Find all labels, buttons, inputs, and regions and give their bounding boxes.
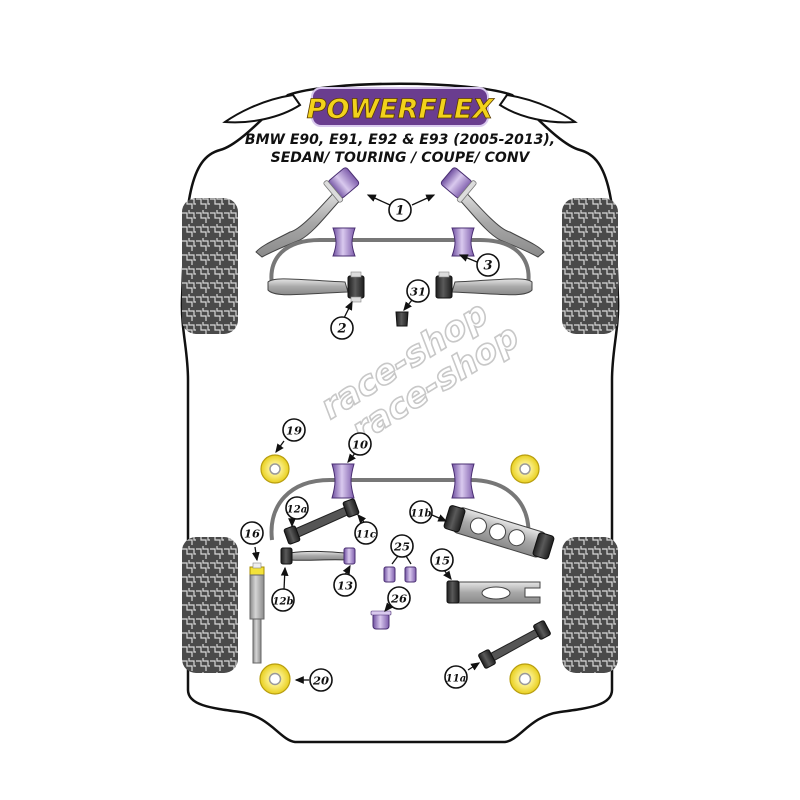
- callout-16: 16: [240, 521, 264, 545]
- callout-circle: [271, 588, 295, 612]
- callout-circle: [240, 521, 264, 545]
- bush-13: [343, 547, 356, 565]
- callout-circle: [282, 418, 306, 442]
- model-title-line2: SEDAN/ TOURING / COUPE/ CONV: [271, 150, 531, 166]
- callout-circle: [330, 316, 354, 340]
- front-anti-roll-bar: [269, 238, 531, 286]
- bush-2: [347, 271, 365, 303]
- front-left-wishbone: [267, 278, 349, 296]
- front-right-thrust-arm: [453, 187, 545, 258]
- callout-arrows: [251, 194, 481, 684]
- callout-26: 26: [387, 586, 411, 610]
- callout-layer: 1 2 3 31 19 10 12a 11c 11b 16 12b 13 25 15 26 20 11a: [240, 198, 500, 692]
- callout-circle: [476, 253, 500, 277]
- callout-circle: [406, 279, 430, 303]
- callout-12a: 12a: [285, 496, 309, 520]
- callout-11b: 11b: [409, 500, 433, 524]
- bush-20-right: [509, 663, 541, 695]
- callout-25: 25: [390, 534, 414, 558]
- left-mirror: [222, 93, 302, 124]
- callout-label: 12a: [287, 505, 307, 516]
- bush-2-right: [435, 271, 453, 299]
- callout-label: 10: [352, 438, 368, 452]
- brand-name: POWERFLEX: [307, 94, 495, 125]
- bush-11c: [342, 498, 360, 518]
- callout-11a: 11a: [444, 665, 468, 689]
- bush-3-right: [451, 227, 475, 257]
- front-left-tyre: [182, 198, 238, 334]
- callout-20: 20: [309, 668, 333, 692]
- bush-20-left: [259, 663, 291, 695]
- callout-label: 31: [410, 285, 426, 299]
- bush-19-left: [260, 454, 290, 484]
- callout-12b: 12b: [271, 588, 295, 612]
- callout-label: 20: [312, 674, 329, 688]
- rear-right-tyre: [562, 537, 618, 673]
- front-right-tyre: [562, 198, 618, 334]
- callout-circle: [285, 496, 309, 520]
- callout-label: 25: [393, 540, 410, 554]
- callout-label: 1: [395, 204, 404, 219]
- bush-26: [370, 610, 392, 630]
- bush-25-left: [383, 566, 396, 583]
- bush-31: [395, 311, 409, 327]
- bush-12a: [283, 525, 301, 545]
- callout-label: 11a: [446, 674, 466, 685]
- callout-circle: [430, 548, 454, 572]
- callout-circle: [387, 586, 411, 610]
- callout-circle: [390, 534, 414, 558]
- rear-left-tyre: [182, 537, 238, 673]
- rear-toe-link: [289, 550, 347, 561]
- callout-circle: [354, 521, 378, 545]
- bush-10-left: [331, 463, 355, 499]
- callout-circle: [388, 198, 412, 222]
- callout-label: 26: [390, 592, 407, 606]
- front-right-wishbone: [451, 278, 533, 296]
- rear-anti-roll-bar: [269, 478, 531, 541]
- callout-19: 19: [282, 418, 306, 442]
- callout-circle: [333, 573, 357, 597]
- bush-12b: [280, 547, 293, 565]
- callout-label: 19: [286, 424, 302, 438]
- bush-1-left: [323, 167, 360, 203]
- callout-circle: [348, 432, 372, 456]
- callout-label: 11b: [411, 509, 432, 520]
- callout-circle: [444, 665, 468, 689]
- bush-19-right: [510, 454, 540, 484]
- callout-label: 2: [336, 322, 346, 337]
- model-title-line1: BMW E90, E91, E92 & E93 (2005-2013),: [245, 132, 555, 148]
- powerflex-logo: POWERFLEX: [306, 87, 495, 127]
- callout-label: 12b: [273, 597, 294, 608]
- callout-label: 16: [244, 527, 260, 541]
- callout-31: 31: [406, 279, 430, 303]
- callout-circle: [309, 668, 333, 692]
- callout-11c: 11c: [354, 521, 378, 545]
- callout-circle: [409, 500, 433, 524]
- shock-absorber-16: [249, 562, 265, 664]
- callout-label: 13: [337, 579, 353, 593]
- front-left-thrust-arm: [255, 187, 347, 258]
- callout-label: 11c: [356, 530, 376, 541]
- callout-13: 13: [333, 573, 357, 597]
- rear-lower-arm-11b: [443, 505, 555, 560]
- bush-10-right: [451, 463, 475, 499]
- callout-10: 10: [348, 432, 372, 456]
- bush-3-left: [332, 227, 356, 257]
- callout-1: 1: [388, 198, 412, 222]
- callout-label: 15: [434, 554, 450, 568]
- right-mirror: [498, 93, 578, 124]
- rear-trailing-arm-15: [446, 580, 541, 604]
- callout-3: 3: [476, 253, 500, 277]
- callout-15: 15: [430, 548, 454, 572]
- bush-25-right: [404, 566, 417, 583]
- callout-2: 2: [330, 316, 354, 340]
- bush-1-right: [440, 167, 477, 203]
- bush-11a: [478, 620, 551, 669]
- callout-label: 3: [483, 259, 492, 274]
